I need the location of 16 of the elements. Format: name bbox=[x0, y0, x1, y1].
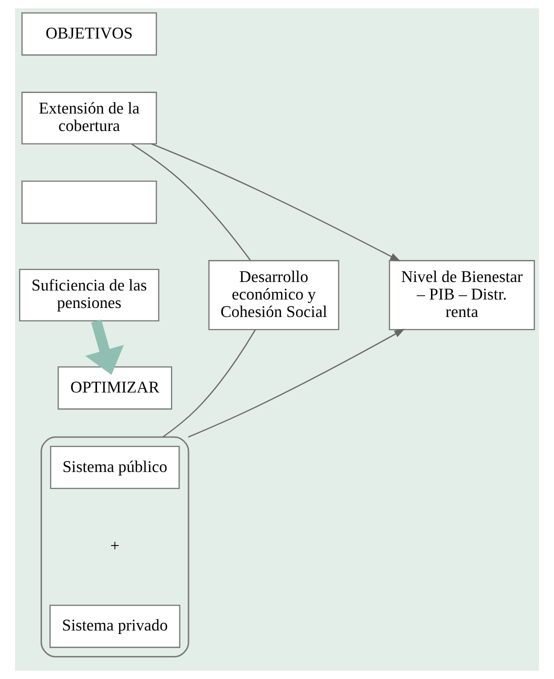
node-box: Nivel de Bienestar – PIB – Distr. renta bbox=[388, 260, 535, 330]
arrow bbox=[151, 143, 401, 262]
label: + bbox=[110, 536, 120, 556]
node-box: OBJETIVOS bbox=[21, 12, 157, 56]
node-box bbox=[21, 180, 157, 224]
connector bbox=[162, 329, 256, 438]
node-box: OPTIMIZAR bbox=[58, 366, 172, 410]
cluster bbox=[40, 436, 190, 658]
node-box: Extensión de la cobertura bbox=[21, 92, 157, 144]
arrow bbox=[188, 328, 405, 438]
connector bbox=[131, 143, 251, 260]
node-box: Sistema privado bbox=[49, 604, 180, 648]
node-box: Sistema público bbox=[50, 446, 180, 490]
arrow bbox=[85, 320, 124, 375]
node-box: Desarrollo económico y Cohesión Social bbox=[208, 260, 340, 330]
node-box: Suficiencia de las pensiones bbox=[19, 268, 160, 322]
